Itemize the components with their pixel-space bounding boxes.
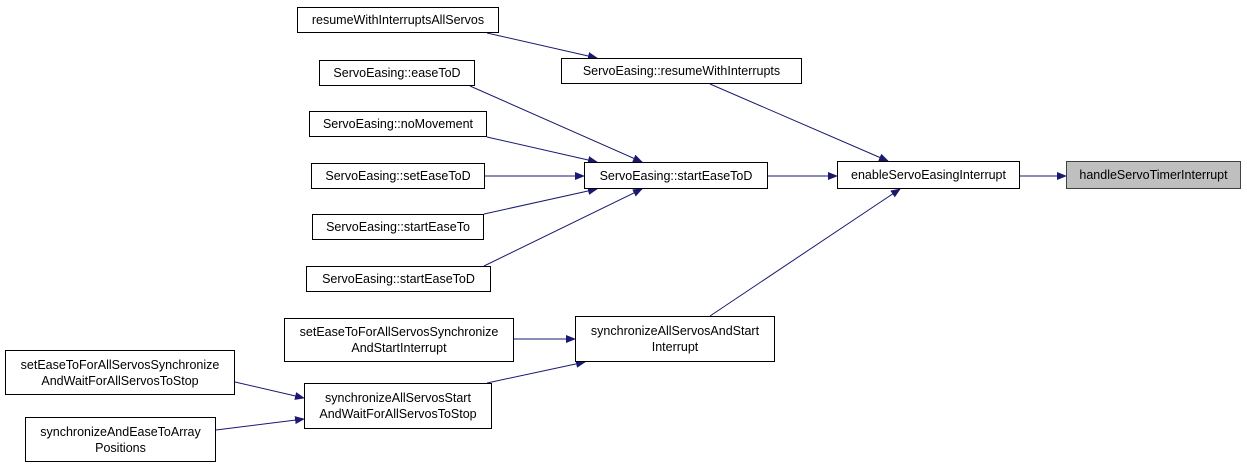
edge-resume-to-enable — [709, 83, 889, 162]
node-servoeasing-start-ease-to-d-caller[interactable]: ServoEasing::startEaseToD — [306, 266, 491, 292]
edge-syncStart-to-enable — [709, 188, 901, 317]
edge-syncWait-to-syncStart — [486, 359, 586, 384]
edge-noMovement-to-startEaseToD — [486, 136, 598, 164]
edge-setSyncWait-to-syncWait — [234, 381, 305, 400]
node-label-line: resumeWithInterruptsAllServos — [311, 13, 485, 27]
node-label-line: ServoEasing::easeToD — [333, 66, 461, 80]
node-label-line: AndStartInterrupt — [351, 341, 447, 355]
node-label-line: synchronizeAllServosStart — [325, 391, 471, 405]
node-label-line: AndWaitForAllServosToStop — [41, 373, 199, 388]
node-enable-servo-easing-interrupt[interactable]: enableServoEasingInterrupt — [837, 161, 1020, 189]
node-servoeasing-resume-with-interrupts[interactable]: ServoEasing::resumeWithInterrupts — [561, 58, 802, 84]
node-label-line: setEaseToForAllServosSynchronize — [20, 357, 220, 372]
node-servoeasing-ease-to-d[interactable]: ServoEasing::easeToD — [319, 60, 475, 86]
node-label-line: ServoEasing::resumeWithInterrupts — [582, 64, 781, 78]
node-label-line: Interrupt — [651, 340, 699, 354]
edge-easeToD-to-startEaseToD — [469, 85, 643, 163]
node-label-line: enableServoEasingInterrupt — [851, 168, 1006, 182]
node-label-line: handleServoTimerInterrupt — [1079, 168, 1228, 182]
node-label-line: ServoEasing::startEaseToD — [599, 168, 753, 183]
node-label-line: synchronizeAndEaseToArray — [40, 424, 201, 439]
node-servoeasing-set-ease-to-d[interactable]: ServoEasing::setEaseToD — [311, 163, 485, 189]
node-servoeasing-start-ease-to[interactable]: ServoEasing::startEaseTo — [312, 214, 484, 240]
node-servoeasing-start-ease-to-d[interactable]: ServoEasing::startEaseToD — [584, 162, 768, 189]
node-label-line: ServoEasing::setEaseToD — [325, 169, 471, 183]
node-label-line: ServoEasing::startEaseToD — [322, 272, 475, 286]
node-handle-servo-timer-interrupt: handleServoTimerInterrupt — [1066, 161, 1241, 189]
node-label-line: AndWaitForAllServosToStop — [319, 407, 477, 421]
node-servoeasing-no-movement[interactable]: ServoEasing::noMovement — [309, 111, 487, 137]
edge-startEaseToD_caller-to-startEaseToD — [483, 188, 643, 267]
edge-resume_all-to-resume — [486, 32, 598, 60]
node-resume-with-interrupts-all-servos[interactable]: resumeWithInterruptsAllServos — [297, 7, 499, 33]
edge-syncArray-to-syncWait — [215, 416, 305, 431]
node-label-line: synchronizeAllServosAndStart — [590, 324, 760, 338]
node-label-line: ServoEasing::startEaseTo — [326, 220, 470, 234]
node-label-line: ServoEasing::noMovement — [322, 117, 474, 131]
node-label-line: setEaseToForAllServosSynchronize — [299, 325, 499, 339]
node-label-line: Positions — [95, 440, 146, 455]
edge-startEaseTo-to-startEaseToD — [483, 187, 598, 215]
